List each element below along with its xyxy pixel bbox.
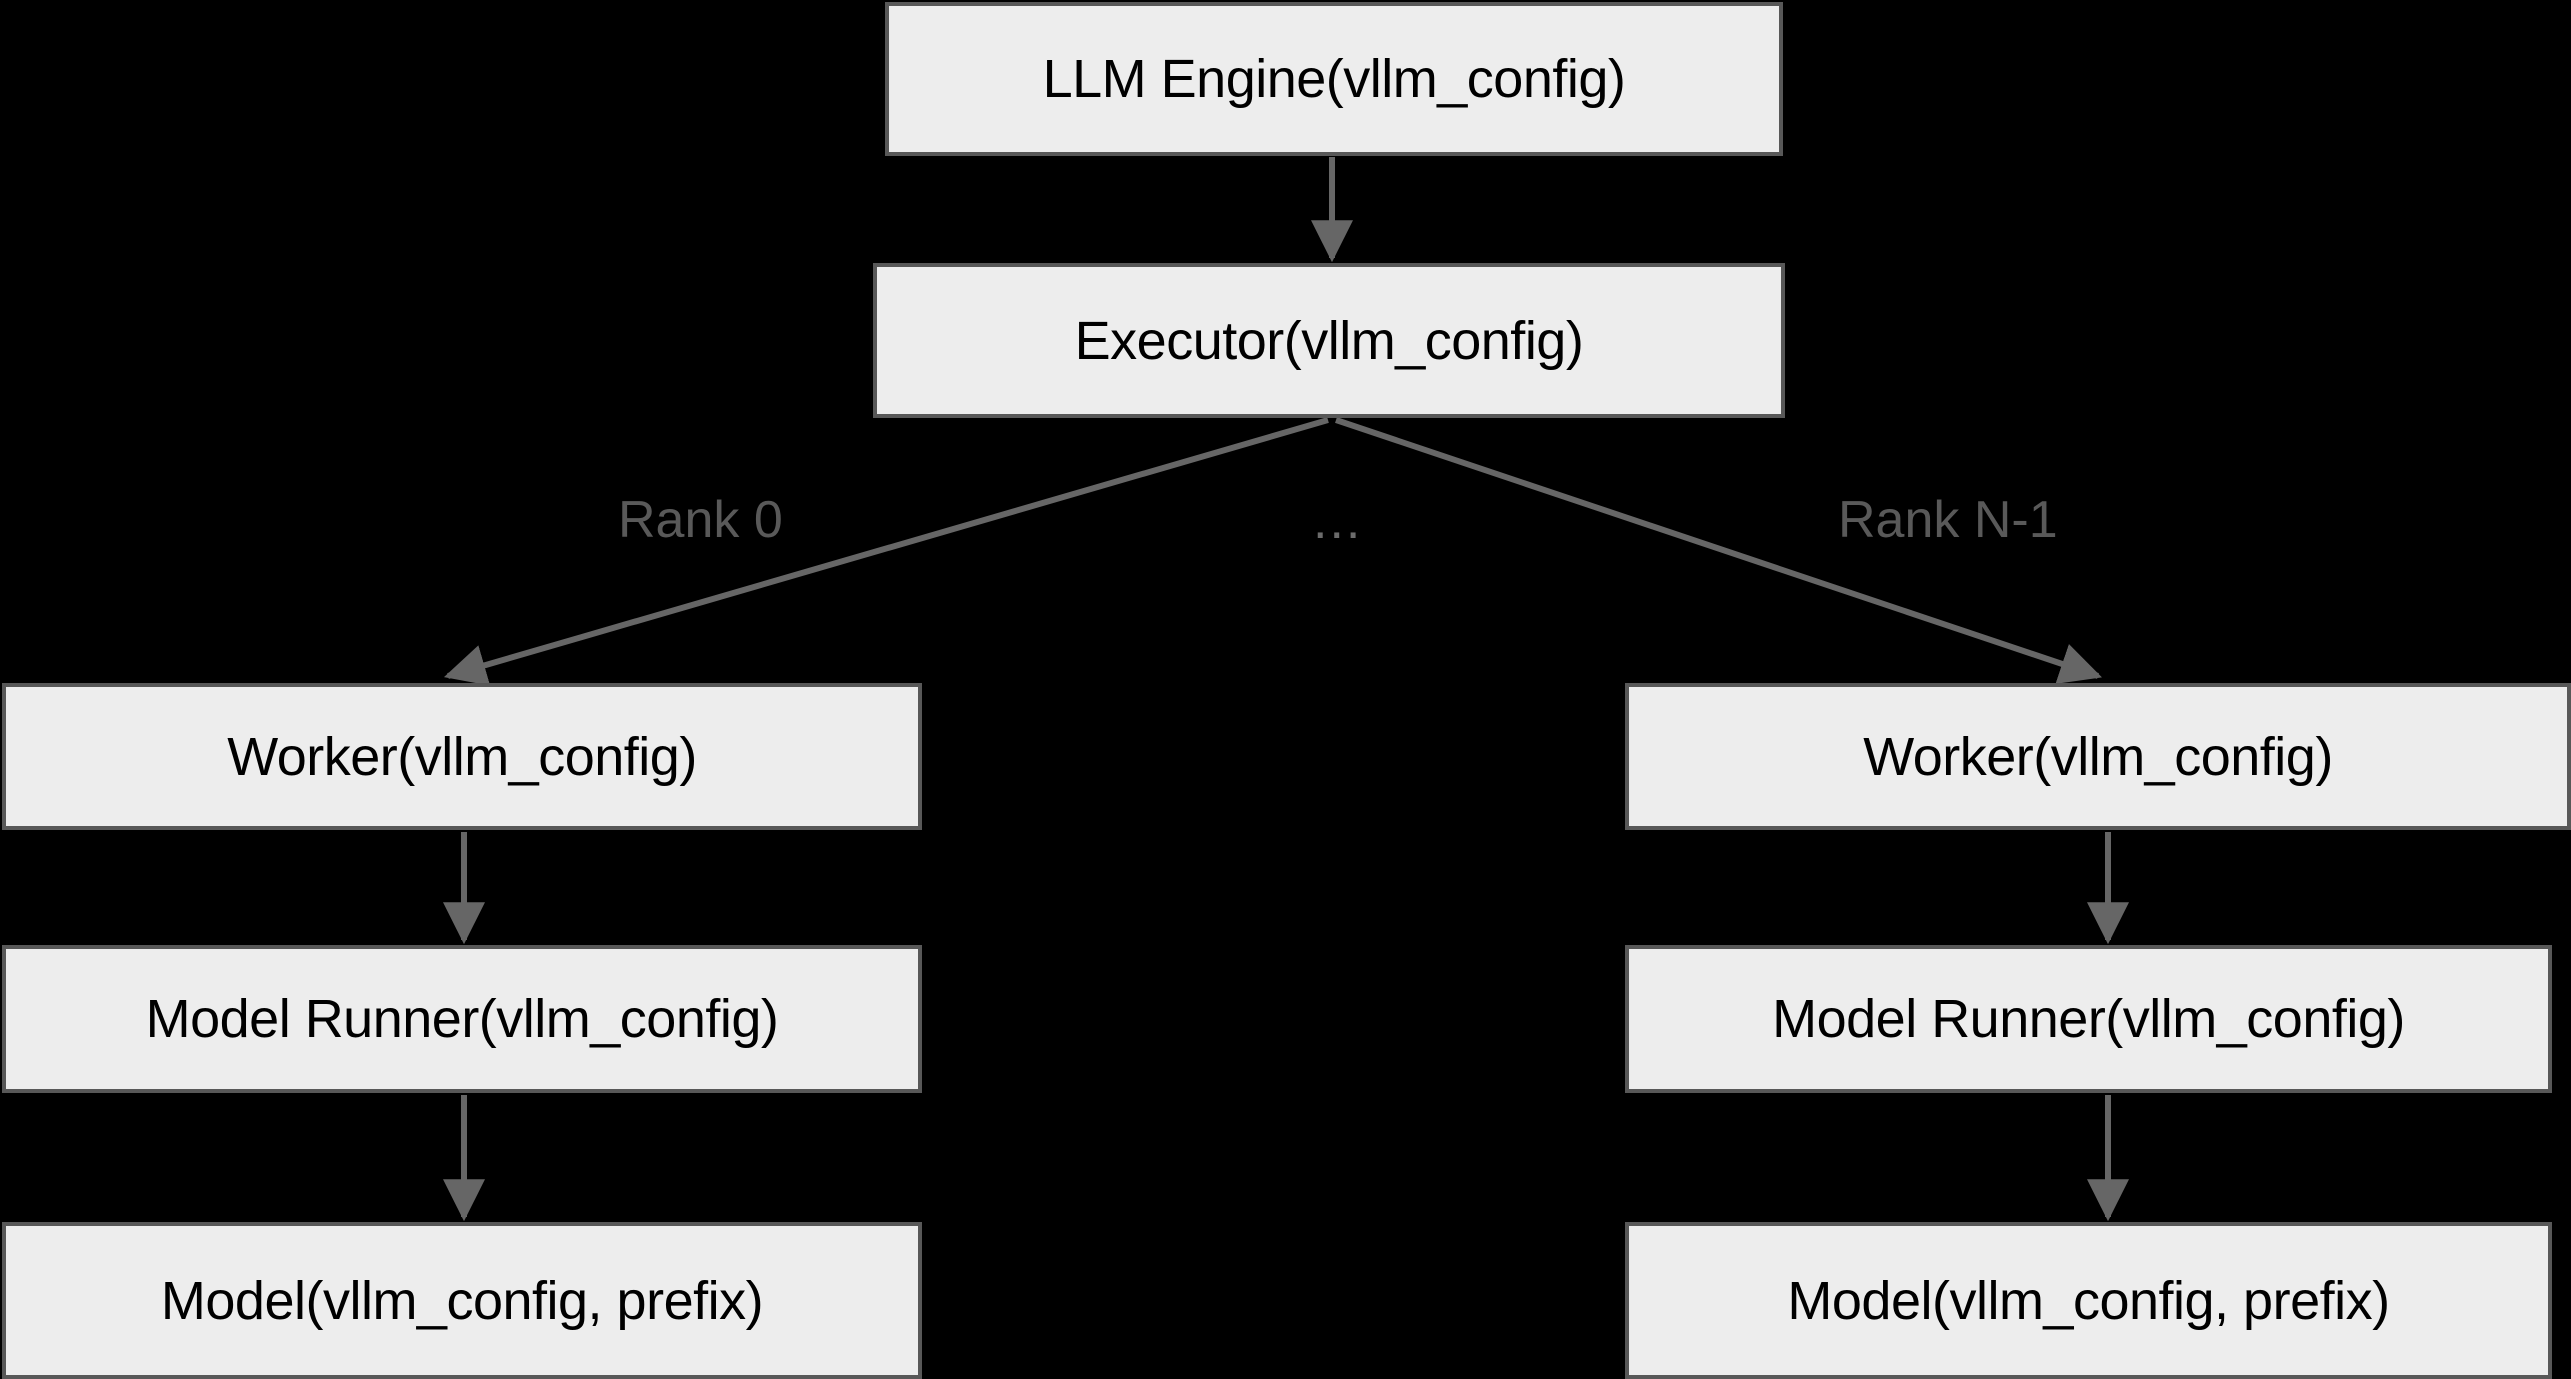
node-model-runner-rank-n-label: Model Runner(vllm_config) xyxy=(1772,989,2405,1049)
node-executor[interactable]: Executor(vllm_config) xyxy=(873,263,1785,418)
node-model-rank-n-label: Model(vllm_config, prefix) xyxy=(1787,1270,2390,1331)
node-model-runner-rank-0-label: Model Runner(vllm_config) xyxy=(145,989,779,1049)
node-executor-label: Executor(vllm_config) xyxy=(1074,310,1584,371)
node-model-runner-rank-0[interactable]: Model Runner(vllm_config) xyxy=(2,945,922,1093)
edge-label-rank-0: Rank 0 xyxy=(618,491,783,549)
node-model-rank-0-label: Model(vllm_config, prefix) xyxy=(160,1270,764,1331)
node-worker-rank-n-label: Worker(vllm_config) xyxy=(1863,726,2333,787)
edge-label-rank-n: Rank N-1 xyxy=(1838,491,2058,549)
node-worker-rank-0-label: Worker(vllm_config) xyxy=(227,726,697,787)
node-worker-rank-n[interactable]: Worker(vllm_config) xyxy=(1625,683,2571,830)
node-model-rank-0[interactable]: Model(vllm_config, prefix) xyxy=(2,1222,922,1379)
edge-executor-to-worker-0 xyxy=(443,417,1329,686)
node-model-runner-rank-n[interactable]: Model Runner(vllm_config) xyxy=(1625,945,2552,1093)
node-model-rank-n[interactable]: Model(vllm_config, prefix) xyxy=(1625,1222,2552,1379)
node-llm-engine[interactable]: LLM Engine(vllm_config) xyxy=(885,2,1783,156)
node-llm-engine-label: LLM Engine(vllm_config) xyxy=(1042,49,1626,109)
node-worker-rank-0[interactable]: Worker(vllm_config) xyxy=(2,683,922,830)
edge-label-ellipsis: ... xyxy=(1313,492,1363,550)
